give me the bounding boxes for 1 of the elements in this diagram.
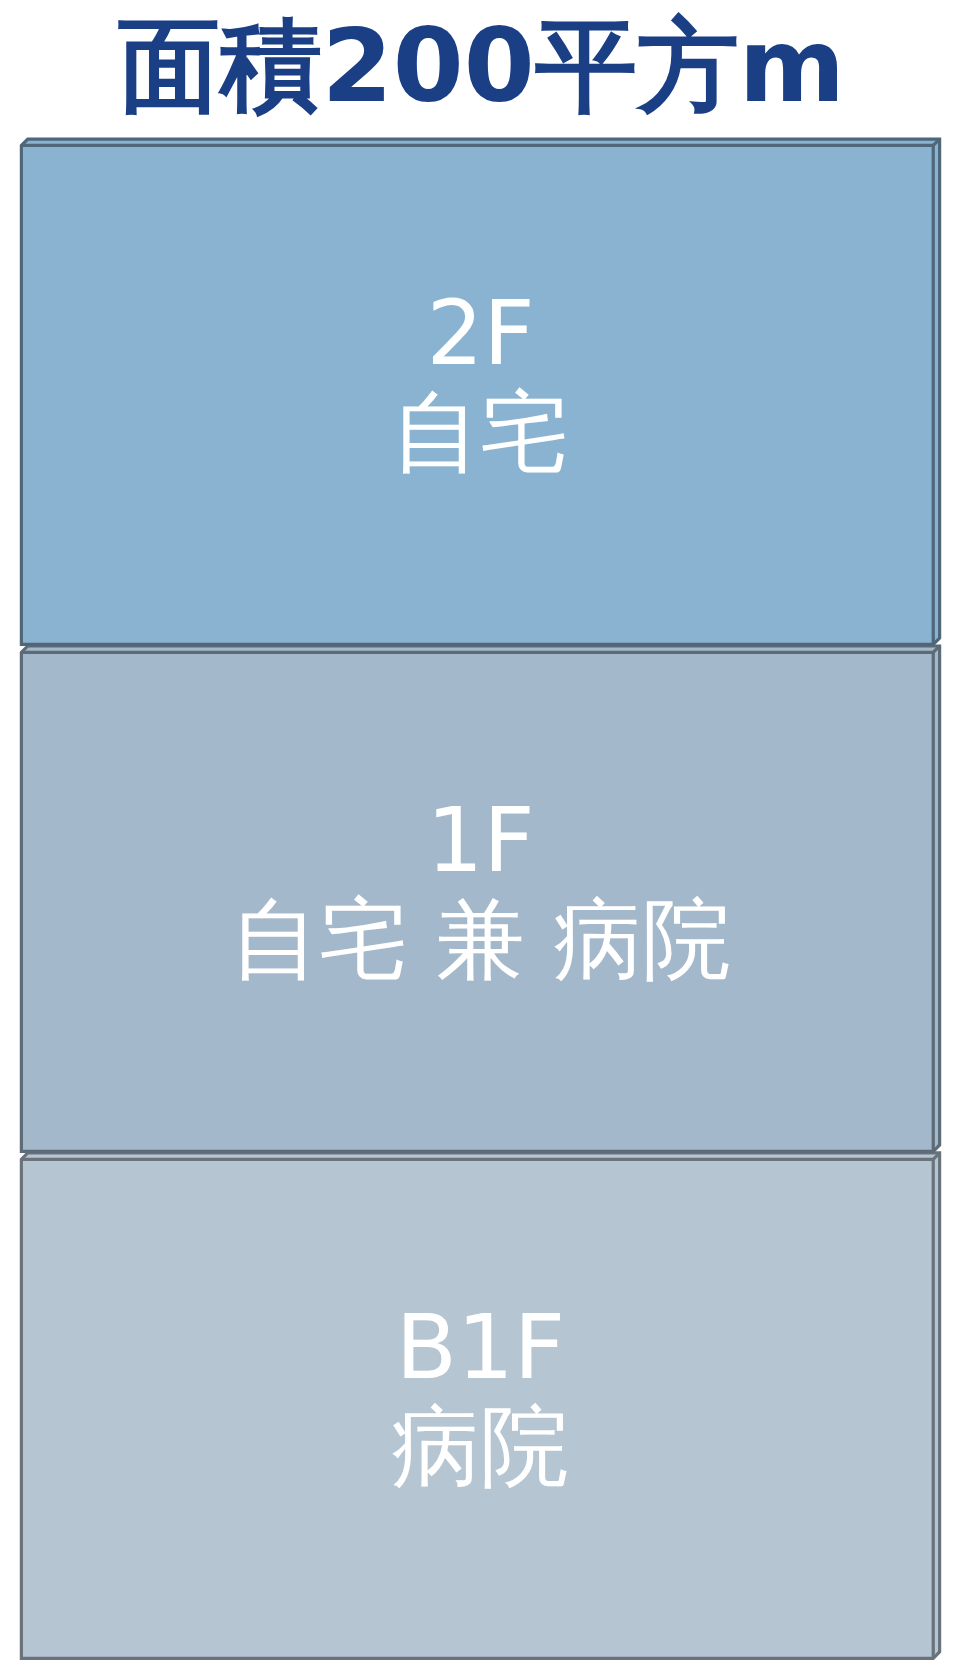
diagram-title: 面積200平方m: [117, 6, 845, 126]
